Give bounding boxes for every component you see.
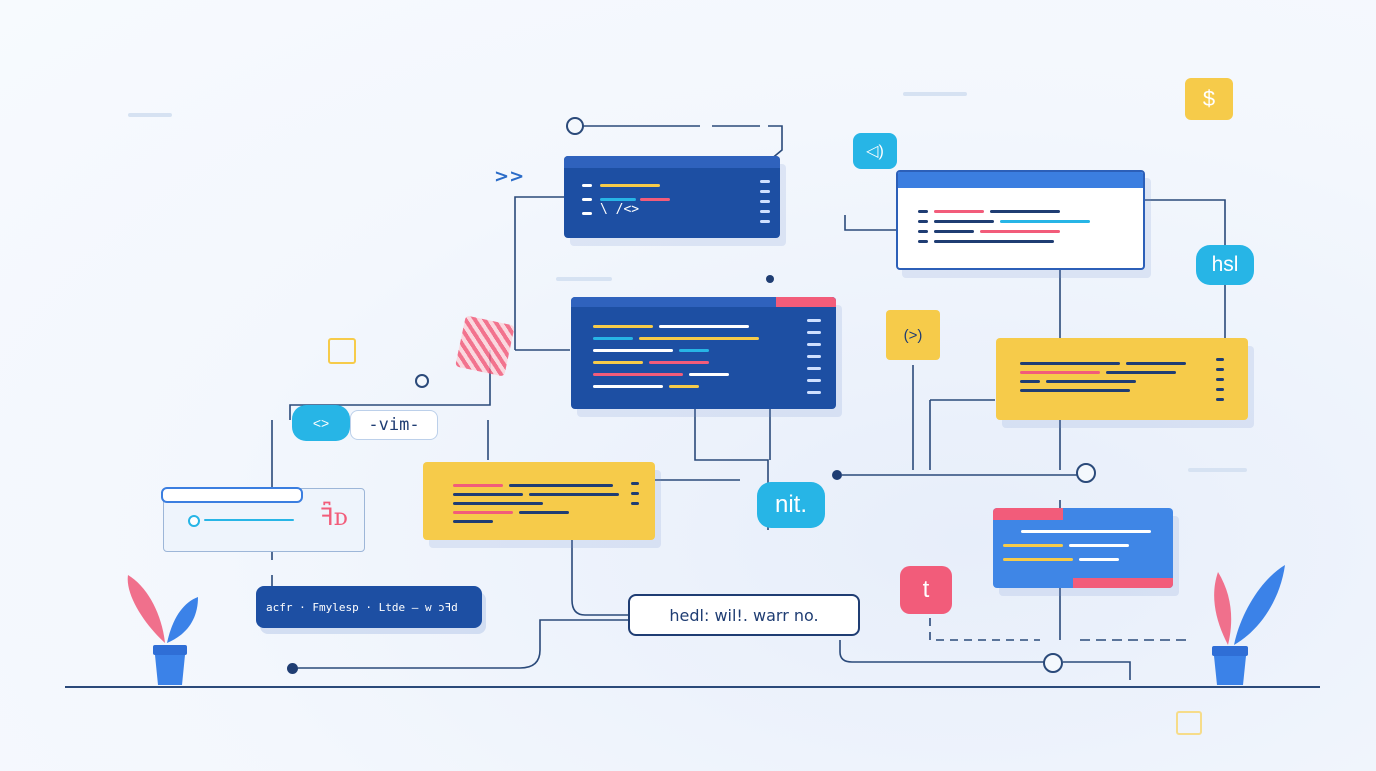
status-line: acfr · Fmylesp · Ltde — w ɔꟻd	[256, 586, 482, 628]
window-titlebar	[898, 172, 1143, 188]
vim-tag: -vim-	[350, 410, 438, 440]
t-badge: t	[900, 566, 952, 614]
sound-bubble-icon: ◁)	[853, 133, 897, 169]
node-dot	[766, 275, 774, 283]
window-titlebar	[571, 297, 836, 307]
node-dot	[832, 470, 842, 480]
code-window-top: \ /<>	[564, 156, 780, 238]
decor-square	[1176, 711, 1202, 735]
code-bubble: <>	[292, 405, 350, 441]
decor-sticker	[455, 315, 515, 377]
refresh-icon	[1076, 463, 1096, 483]
plant-icon	[1190, 560, 1290, 687]
search-input[interactable]	[161, 487, 303, 503]
hsl-bubble: hsl	[1196, 245, 1254, 285]
node-dot	[287, 663, 298, 674]
search-panel: ꟻ͆ᴅ	[161, 487, 365, 552]
chevron-icon: >>	[494, 166, 525, 187]
decor-square	[328, 338, 356, 364]
search-icon	[188, 515, 200, 527]
sd-glyph: ꟻ͆ᴅ	[320, 503, 348, 531]
node-ring	[415, 374, 429, 388]
nit-bubble: nit.	[757, 482, 825, 528]
node-ring	[566, 117, 584, 135]
node-ring	[1043, 653, 1063, 673]
code-window-yellow-right	[996, 338, 1248, 420]
dollar-icon: $	[1185, 78, 1233, 120]
code-window-white	[896, 170, 1145, 270]
code-window-yellow-left	[423, 462, 655, 540]
plant-icon	[120, 565, 210, 687]
code-window-center	[571, 297, 836, 409]
message-box: hedl: wil!. warr no.	[628, 594, 860, 636]
window-titlebar	[564, 156, 780, 168]
code-icon: \ /<>	[600, 202, 640, 217]
prompt-badge: (>)	[886, 310, 940, 360]
code-window-blue	[993, 508, 1173, 588]
